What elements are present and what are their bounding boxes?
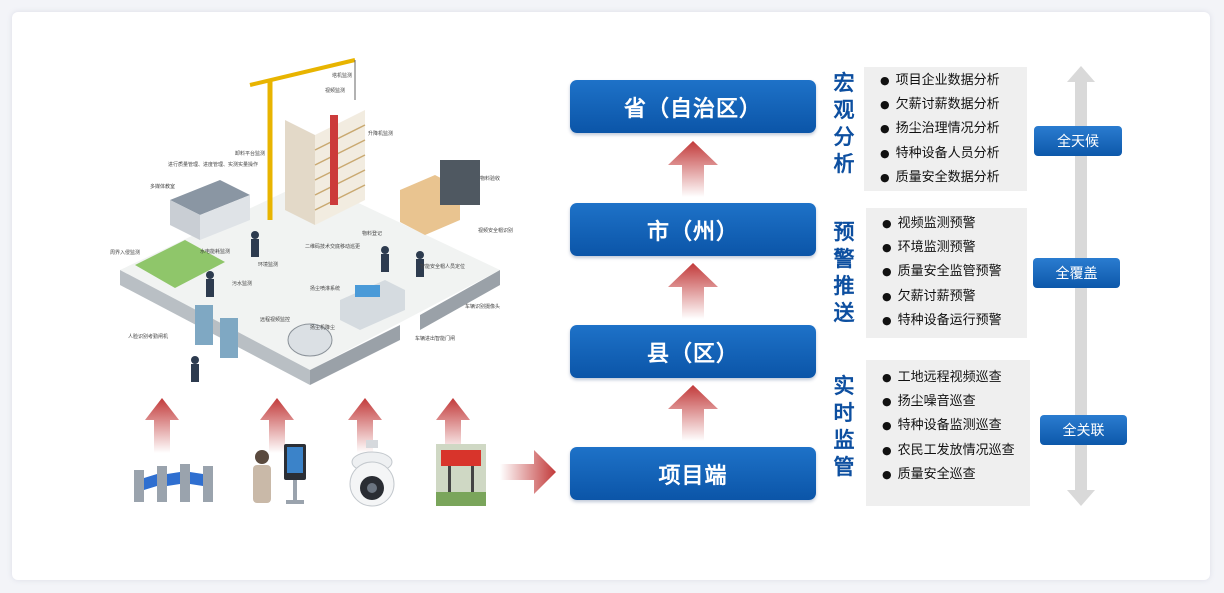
function-label-text: 预警推送	[833, 220, 855, 325]
list-item: 视频监测预警	[882, 212, 1027, 236]
illus-label: 物料验收	[480, 175, 500, 182]
device-arrows	[145, 398, 470, 453]
forklift	[440, 160, 480, 205]
illus-label: 污水监测	[232, 280, 252, 287]
list-item: 农民工发放情况巡查	[882, 439, 1030, 463]
illus-label: 物料登记	[362, 230, 382, 237]
right-arrow	[500, 450, 556, 494]
illus-label: 车辆识别摄像头	[465, 303, 500, 310]
list-item: 特种设备运行预警	[882, 309, 1027, 333]
list-item: 质量安全数据分析	[880, 166, 1027, 190]
wall-right	[420, 270, 500, 330]
illus-label: 视频监测	[325, 87, 345, 94]
illus-label: 扬尘喷淋系统	[310, 285, 340, 292]
smart-site-illustration: 塔机监测 视频监测 升降机监测 卸料平台监测 进行质量管理、进度管理、实测实量操…	[110, 58, 513, 385]
list-item: 质量安全巡查	[882, 463, 1030, 487]
wall-front-right	[310, 325, 400, 385]
panel-macro-analysis: 项目企业数据分析 欠薪讨薪数据分析 扬尘治理情况分析 特种设备人员分析 质量安全…	[864, 67, 1027, 191]
list-item: 工地远程视频巡查	[882, 366, 1030, 390]
function-label-supervision: 实时监管	[829, 373, 859, 481]
illus-label: 车辆进出智能门闸	[415, 335, 455, 342]
illus-label: 人脸识别考勤闸机	[128, 333, 168, 340]
illus-label: 扬尘机降尘	[310, 324, 335, 331]
panel-alert-push: 视频监测预警 环境监测预警 质量安全监管预警 欠薪讨薪预警 特种设备运行预警	[866, 208, 1027, 338]
hoist	[330, 115, 338, 205]
list-item: 欠薪讨薪数据分析	[880, 93, 1027, 117]
led-board-icon	[436, 444, 486, 506]
wall-front-left	[120, 270, 310, 385]
illus-label: 环境监测	[258, 261, 278, 268]
up-arrow	[668, 141, 718, 197]
level-arrows	[668, 141, 718, 441]
face-recognition-icon	[253, 444, 306, 504]
camera-icon	[349, 440, 395, 507]
classroom-front	[170, 200, 200, 240]
function-label-text: 宏观分析	[833, 71, 855, 176]
list-item: 欠薪讨薪预警	[882, 285, 1027, 309]
list-item: 环境监测预警	[882, 236, 1027, 260]
gate-panel	[195, 305, 213, 345]
illus-label: 远程视频监控	[260, 316, 290, 323]
panel-realtime-supervision: 工地远程视频巡查 扬尘噪音巡查 特种设备监测巡查 农民工发放情况巡查 质量安全巡…	[866, 360, 1030, 506]
level-project: 项目端	[570, 447, 816, 500]
illus-label: 周界入侵监测	[110, 249, 140, 256]
function-label-macro: 宏观分析	[829, 70, 859, 178]
illus-label: 多媒体教室	[150, 183, 175, 190]
turnstile-icon	[134, 464, 213, 502]
illus-label: 水电能耗监测	[200, 248, 230, 255]
up-arrow	[668, 385, 718, 441]
level-county: 县（区）	[570, 325, 816, 378]
illus-label: 升降机监测	[368, 130, 393, 137]
list-item: 项目企业数据分析	[880, 69, 1027, 93]
crane-jib	[249, 58, 356, 87]
up-arrow	[668, 263, 718, 319]
function-label-text: 实时监管	[833, 374, 855, 479]
illus-label: 卸料平台监测	[235, 150, 265, 157]
level-city: 市（州）	[570, 203, 816, 256]
up-arrow	[145, 398, 179, 453]
illus-label: 二维码技术交底移动巡更	[305, 243, 360, 250]
level-province: 省（自治区）	[570, 80, 816, 133]
up-arrow	[260, 398, 294, 453]
tag-full-coverage: 全覆盖	[1033, 258, 1120, 288]
list-item: 质量安全监管预警	[882, 260, 1027, 284]
fog-cannon	[287, 323, 333, 357]
classroom-side	[200, 195, 250, 240]
list-item: 特种设备监测巡查	[882, 414, 1030, 438]
illus-label: 塔机监测	[332, 72, 352, 79]
list-item: 特种设备人员分析	[880, 142, 1027, 166]
building-left-face	[285, 120, 315, 225]
list-item: 扬尘噪音巡查	[882, 390, 1030, 414]
lawn	[135, 240, 225, 288]
up-arrow	[348, 398, 382, 453]
up-arrow	[436, 398, 470, 453]
classroom-roof	[170, 180, 250, 215]
truck	[340, 280, 405, 330]
illus-label: 进行质量管理、进度管理、实测实量操作	[168, 161, 258, 168]
tag-all-weather: 全天候	[1034, 126, 1122, 156]
list-item: 扬尘治理情况分析	[880, 117, 1027, 141]
illus-label: 视频安全帽识别	[478, 227, 513, 234]
illus-label: 智能安全帽人员定位	[420, 263, 465, 270]
function-label-alert: 预警推送	[829, 219, 859, 327]
tag-full-link: 全关联	[1040, 415, 1127, 445]
